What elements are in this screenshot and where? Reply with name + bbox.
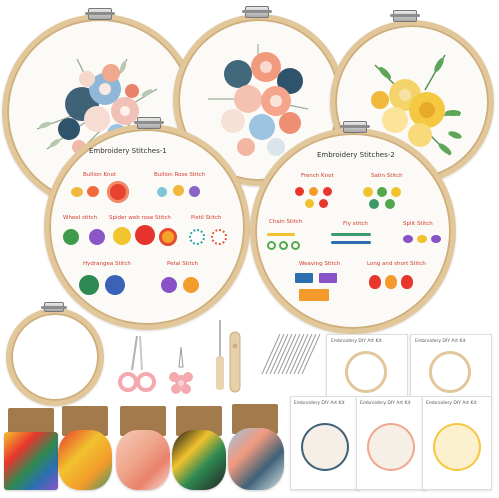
- instruction-sheet: Embroidery DIY Art Kit: [410, 334, 492, 400]
- label-chain: Chain Stitch: [269, 219, 303, 225]
- stitch-sample: [369, 199, 379, 209]
- sheet-hoop-illustration: [429, 351, 471, 393]
- thread-skein: [58, 430, 112, 490]
- pattern-sheet: Embroidery DIY Art Kit: [290, 396, 360, 490]
- stitch-sample: [89, 229, 105, 245]
- stitch-sample: [71, 187, 83, 197]
- label-wheel-stitch: Wheel stitch: [63, 215, 98, 221]
- stitch-sample: [401, 275, 413, 289]
- stitch-sample: [87, 186, 99, 197]
- stitch-sample: [161, 277, 177, 293]
- blue-pink-bouquet-embroidery: [36, 58, 158, 170]
- empty-wooden-hoop: [6, 308, 104, 406]
- thread-skein: [4, 432, 58, 490]
- label-pistil: Pistil Stitch: [191, 215, 222, 221]
- stitches-1-title: Embroidery Stitches-1: [89, 147, 167, 155]
- stitch-sample: [363, 187, 373, 197]
- stitch-sample: [113, 227, 131, 245]
- needles-icon: [261, 333, 321, 375]
- stitch-sample: [385, 275, 397, 289]
- label-satin: Satin Stitch: [371, 173, 403, 179]
- hoop-clasp: [390, 10, 420, 22]
- stitch-sample: [183, 277, 199, 293]
- thread-skein: [172, 430, 226, 490]
- stitch-sample: [299, 289, 329, 301]
- instruction-sheet-title: Embroidery DIY Art Kit: [415, 339, 466, 344]
- scissors-icon: [118, 335, 156, 392]
- pattern-sheet: Embroidery DIY Art Kit: [422, 396, 492, 490]
- label-weaving: Weaving Stitch: [299, 261, 341, 267]
- stitch-sample: [159, 228, 177, 246]
- sheet-hoop-illustration: [345, 351, 387, 393]
- stitch-sample: [403, 235, 413, 243]
- hoop-clasp: [340, 121, 370, 133]
- label-hydrangea: Hydrangea Stitch: [83, 261, 131, 267]
- label-split: Split Stitch: [403, 221, 433, 227]
- stitch-sample: [331, 233, 371, 236]
- stitch-sample: [79, 275, 99, 295]
- stitch-sample: [211, 229, 227, 245]
- label-bullion-knot: Bullion Knot: [83, 172, 117, 178]
- stitch-sample: [291, 241, 300, 250]
- sheet-pattern-preview: [367, 423, 415, 471]
- hoop-stitches-1: Embroidery Stitches-1 Bullion Knot Bulli…: [44, 124, 250, 330]
- thread-skein: [116, 430, 170, 490]
- hoop-clasp: [85, 8, 115, 20]
- punch-needle-tool-icon: [216, 320, 241, 393]
- stitch-sample: [323, 187, 332, 196]
- stitch-sample: [319, 199, 328, 208]
- pattern-sheet: Embroidery DIY Art Kit: [356, 396, 426, 490]
- stitches-2-title: Embroidery Stitches-2: [317, 151, 395, 159]
- stitch-sample: [267, 241, 276, 250]
- label-french-knot: French Knot: [301, 173, 334, 179]
- stitch-sample: [63, 229, 79, 245]
- stitch-sample: [295, 273, 313, 283]
- hoop-stitches-2: Embroidery Stitches-2 French Knot Satin …: [250, 128, 456, 334]
- label-petal: Petal Stitch: [167, 261, 199, 267]
- needle-threader-icon: [169, 346, 193, 394]
- peach-teal-bouquet-embroidery: [208, 44, 309, 156]
- thread-skein: [228, 428, 284, 490]
- stitch-sample: [369, 275, 381, 289]
- stitch-sample: [107, 181, 129, 203]
- instruction-sheet: Embroidery DIY Art Kit: [326, 334, 408, 400]
- sheet-pattern-preview: [433, 423, 481, 471]
- stitch-sample: [279, 241, 288, 250]
- stitch-sample: [135, 225, 155, 245]
- stitch-sample: [431, 235, 441, 243]
- stitch-sample: [377, 187, 387, 197]
- stitch-sample: [157, 187, 167, 197]
- stitch-sample: [189, 229, 205, 245]
- stitch-sample: [331, 241, 371, 244]
- pattern-sheet-title: Embroidery DIY Art Kit: [426, 401, 477, 406]
- pattern-sheet-title: Embroidery DIY Art Kit: [360, 401, 411, 406]
- stitch-sample: [189, 186, 200, 197]
- hoop-clasp: [134, 117, 164, 129]
- stitch-sample: [105, 275, 125, 295]
- stitch-sample: [305, 199, 314, 208]
- stitch-sample: [309, 187, 318, 196]
- stitch-sample: [417, 235, 427, 243]
- label-bullion-rose: Bullion Rose Stitch: [154, 172, 206, 178]
- sheet-pattern-preview: [301, 423, 349, 471]
- stitch-sample: [319, 273, 337, 283]
- hoop-clasp: [242, 6, 272, 18]
- stitch-sample: [391, 187, 401, 197]
- stitch-sample: [173, 185, 184, 196]
- label-long-short: Long and short Stitch: [367, 261, 426, 267]
- label-fly: Fly stitch: [343, 221, 368, 227]
- yellow-bouquet-embroidery: [371, 54, 462, 156]
- stitch-sample: [267, 233, 295, 236]
- pattern-sheet-title: Embroidery DIY Art Kit: [294, 401, 345, 406]
- label-spider-web: Spider web rose Stitch: [109, 215, 171, 221]
- hoop-clasp: [41, 302, 67, 312]
- stitch-sample: [385, 199, 395, 209]
- stitch-sample: [295, 187, 304, 196]
- instruction-sheet-title: Embroidery DIY Art Kit: [331, 339, 382, 344]
